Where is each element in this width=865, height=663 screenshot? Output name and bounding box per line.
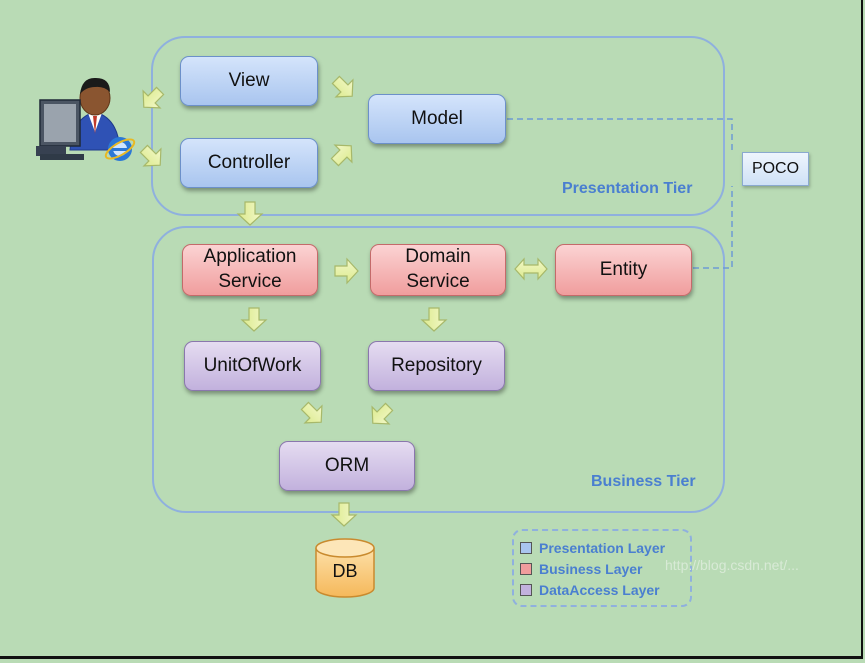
repository-label: Repository [391, 354, 482, 376]
business-tier-region [152, 226, 725, 513]
repository-box: Repository [368, 341, 505, 391]
unitofwork-box: UnitOfWork [184, 341, 321, 391]
controller-to-appservice-arrow [237, 201, 263, 226]
legend-label-dataaccess: DataAccess Layer [539, 582, 660, 598]
entity-poco-connector [693, 186, 733, 269]
controller-box: Controller [180, 138, 318, 188]
legend-label-presentation: Presentation Layer [539, 540, 666, 556]
model-poco-connector [507, 118, 733, 152]
view-label: View [228, 69, 270, 91]
controller-label: Controller [207, 151, 291, 173]
presentation-tier-region [151, 36, 725, 216]
domainservice-to-repository-arrow [421, 307, 447, 332]
unitofwork-label: UnitOfWork [203, 354, 302, 376]
legend-item-business: Business Layer [520, 560, 643, 578]
db-label: DB [332, 561, 358, 581]
model-label: Model [411, 107, 463, 129]
orm-box: ORM [279, 441, 415, 491]
view-to-model-arrow [326, 70, 362, 106]
application-service-label: Application Service [203, 246, 297, 292]
legend-swatch-business [520, 563, 532, 575]
appservice-to-unitofwork-arrow [241, 307, 267, 332]
orm-label: ORM [324, 454, 370, 476]
application-service-box: Application Service [182, 244, 318, 296]
unitofwork-to-orm-arrow [295, 396, 331, 432]
legend: Presentation Layer Business Layer DataAc… [512, 529, 692, 607]
user-to-controller-arrow [134, 139, 170, 175]
orm-to-db-arrow [331, 502, 357, 527]
watermark: http://blog.csdn.net/... [665, 557, 799, 573]
domain-service-label: Domain Service [405, 246, 471, 292]
database-cylinder-icon [315, 538, 375, 598]
presentation-tier-label: Presentation Tier [562, 180, 693, 197]
model-box: Model [368, 94, 506, 144]
view-to-user-arrow [134, 81, 170, 117]
legend-label-business: Business Layer [539, 561, 643, 577]
legend-swatch-presentation [520, 542, 532, 554]
poco-box: POCO [742, 152, 809, 186]
legend-swatch-dataaccess [520, 584, 532, 596]
business-tier-label: Business Tier [591, 473, 696, 490]
entity-label: Entity [599, 258, 648, 280]
controller-to-model-arrow [325, 136, 361, 172]
appservice-to-domainservice-arrow [334, 258, 359, 284]
view-box: View [180, 56, 318, 106]
legend-item-presentation: Presentation Layer [520, 539, 665, 557]
repository-to-orm-arrow [363, 397, 399, 433]
legend-item-dataaccess: DataAccess Layer [520, 581, 660, 599]
domain-service-box: Domain Service [370, 244, 506, 296]
user-computer-icon [36, 77, 136, 161]
domainservice-entity-double-arrow [514, 257, 548, 281]
poco-label: POCO [751, 160, 800, 177]
entity-box: Entity [555, 244, 692, 296]
